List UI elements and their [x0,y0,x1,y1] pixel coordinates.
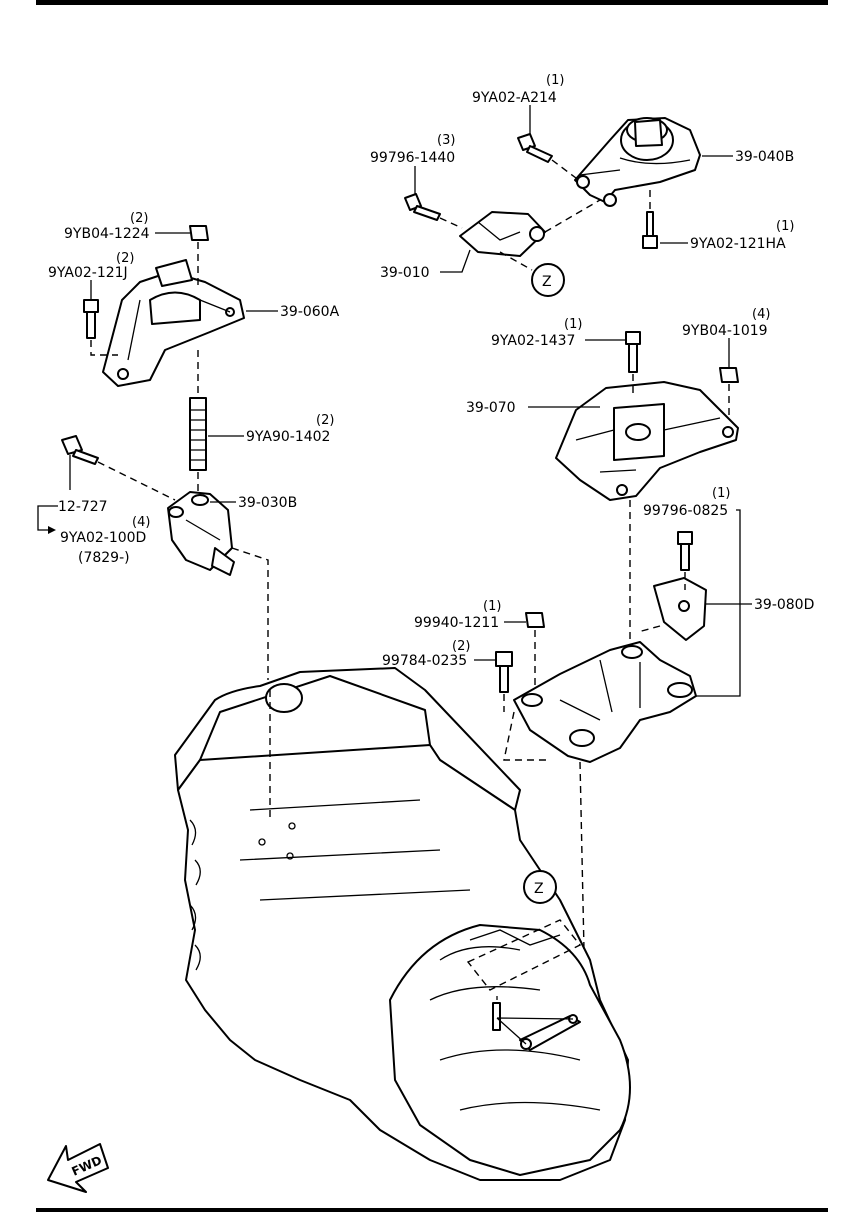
label-9YA90-1402: 9YA90-1402 [246,429,330,445]
label-9YB04-1224: 9YB04-1224 [64,226,150,242]
zone-z-marker-lower: Z [523,870,557,904]
bolt-9YA02-121HA: 9YA02-121HA (1) [642,190,794,252]
part-lower-bracket [503,641,697,951]
bolt-9YA02-121J: 9YA02-121J (2) [48,251,134,356]
label-99796-0825: 99796-0825 [643,503,728,519]
label-9YA02-1437: 9YA02-1437 [491,333,575,349]
stud-9YA90-1402: 9YA90-1402 (2) [189,350,334,495]
label-39-040B: 39-040B [735,149,794,165]
label-39-010: 39-010 [380,265,430,281]
label-39-080D: 39-080D [754,597,814,613]
qty-9YA02-121HA: (1) [776,219,794,234]
label-9YB04-1019: 9YB04-1019 [682,323,768,339]
label-39-030B: 39-030B [238,495,297,511]
bolt-99784-0235: 99784-0235 (2) [382,639,513,712]
part-39-040B: 39-040B [574,117,794,207]
label-99784-0235: 99784-0235 [382,653,467,669]
qty-9YA02-A214: (1) [546,73,564,88]
qty-9YA02-100D: (4) [132,515,150,530]
label-39-070: 39-070 [466,400,516,416]
qty-99940-1211: (1) [483,599,501,614]
qty-9YA02-1437: (1) [564,317,582,332]
label-9YA02-100D: 9YA02-100D [60,530,146,546]
bolt-99796-1440: 99796-1440 (3) [370,133,463,229]
zone-z-marker-upper [531,263,565,297]
label-99796-1440: 99796-1440 [370,150,455,166]
label-7829: (7829-) [78,550,130,566]
qty-99796-1440: (3) [437,133,455,148]
nut-9YB04-1224: 9YB04-1224 (2) [64,211,209,290]
label-99940-1211: 99940-1211 [414,615,499,631]
qty-99796-0825: (1) [712,486,730,501]
qty-9YB04-1224: (2) [130,211,148,226]
part-39-030B: 39-030B [167,491,297,820]
top-border-rule [36,0,828,5]
label-39-060A: 39-060A [280,304,340,320]
part-39-010: 39-010 Z [380,199,601,297]
label-9YA02-121HA: 9YA02-121HA [690,236,786,252]
bolt-9YA02-1437: 9YA02-1437 (1) [491,317,641,395]
bolt-12-727: 12-727 9YA02-100D (4) (7829-) [37,435,176,566]
bottom-border-rule [36,1208,828,1212]
zone-z-upper-label: Z [542,274,552,290]
nut-99940-1211: 99940-1211 (1) [414,599,545,686]
qty-9YA02-121J: (2) [116,251,134,266]
part-39-070: 39-070 [466,381,739,501]
fwd-arrow-icon: FWD [47,1143,109,1193]
label-9YA02-121J: 9YA02-121J [48,265,128,281]
nut-9YB04-1019: 9YB04-1019 (4) [682,307,770,420]
label-12-727: 12-727 [58,499,108,515]
part-39-060A: 39-060A [102,259,340,387]
qty-9YB04-1019: (4) [752,307,770,322]
bolt-99796-0825: 99796-0825 (1) [643,486,741,697]
bolt-9YA02-A214: 9YA02-A214 (1) [472,73,577,179]
part-39-080D: 39-080D [637,577,814,641]
label-9YA02-A214: 9YA02-A214 [472,90,557,106]
qty-99784-0235: (2) [452,639,470,654]
zone-z-lower-label: Z [534,881,544,897]
qty-9YA90-1402: (2) [316,413,334,428]
engine-assembly [174,667,631,1181]
